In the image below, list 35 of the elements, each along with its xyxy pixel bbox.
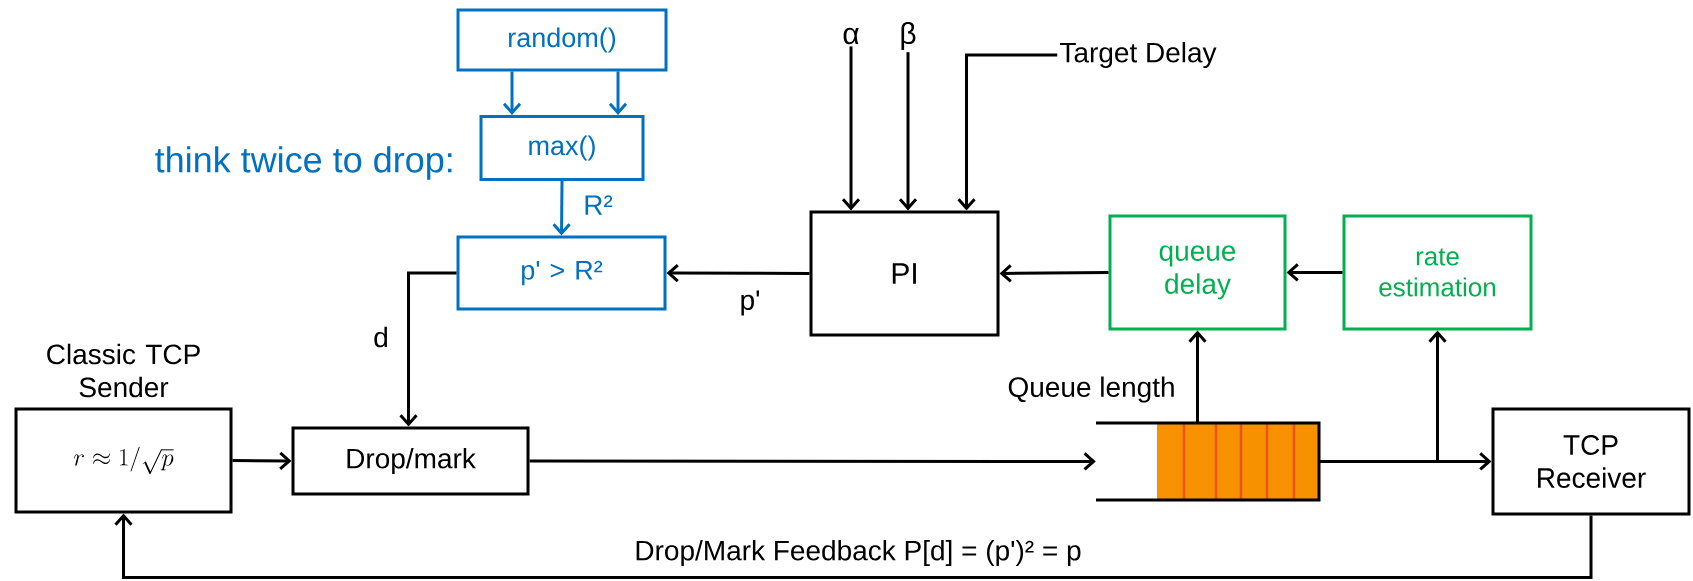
input-label: α bbox=[843, 27, 859, 45]
queue-drawing bbox=[1096, 421, 1321, 502]
process-box: Drop/mark bbox=[291, 426, 530, 496]
edge-label: R² bbox=[582, 194, 614, 216]
process-box: rate estimation bbox=[1342, 214, 1533, 331]
function-box: max() bbox=[479, 115, 645, 181]
input-label: β bbox=[901, 22, 916, 50]
arrow bbox=[502, 71, 522, 115]
arrow bbox=[1319, 330, 1447, 463]
edge-label: p' bbox=[738, 289, 762, 317]
receiver-box: TCP Receiver bbox=[1491, 407, 1691, 516]
controller-box: PI bbox=[809, 210, 1000, 337]
box-heading: Classic TCP Sender bbox=[47, 343, 200, 398]
annotation-text: think twice to drop: bbox=[155, 146, 452, 180]
sender-box: $r \approx 1/\sqrt{p}$ bbox=[14, 407, 233, 514]
arrow bbox=[841, 46, 861, 211]
arrow bbox=[608, 71, 628, 115]
comparison-box: p' > R² bbox=[456, 235, 667, 311]
arrow bbox=[529, 452, 1096, 471]
input-label: Target Delay bbox=[1060, 41, 1217, 69]
arrow bbox=[232, 451, 292, 471]
arrow bbox=[898, 52, 918, 211]
arrow bbox=[1188, 330, 1207, 423]
arrow bbox=[552, 180, 571, 236]
arrow bbox=[957, 53, 1058, 211]
queue-label: Queue length bbox=[1008, 376, 1174, 403]
arrow bbox=[666, 263, 810, 283]
arrow bbox=[999, 264, 1109, 283]
edge-label: Drop/Mark Feedback P[d] = (p')² = p bbox=[633, 538, 1083, 568]
arrow bbox=[1286, 263, 1343, 282]
edge-label: d bbox=[372, 325, 390, 349]
arrow bbox=[399, 271, 457, 427]
function-box: random() bbox=[456, 8, 668, 72]
process-box: queue delay bbox=[1108, 214, 1287, 331]
arrow bbox=[114, 513, 1593, 579]
